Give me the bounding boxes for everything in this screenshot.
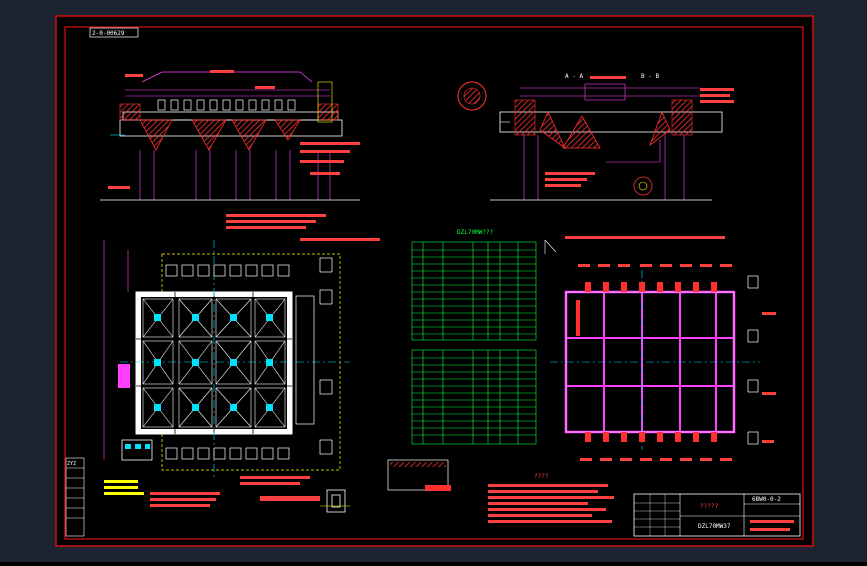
material-table: DZL70MW??? xyxy=(411,229,537,445)
section-a-label: A - A xyxy=(565,73,583,80)
sheet-tag: 2-0-00629 xyxy=(92,30,125,37)
title-block: ????? 6BW0-0-2 DZL70MW37 xyxy=(633,493,801,537)
title-block-code: 6BW0-0-2 xyxy=(752,496,781,503)
revision-table xyxy=(65,457,85,537)
front-elevation-view xyxy=(100,70,360,201)
technical-notes: ???? xyxy=(488,473,614,523)
section-view: A - A B - B xyxy=(457,73,734,201)
plan-view xyxy=(103,214,380,507)
section-b-label: B - B xyxy=(641,73,659,80)
table-title: DZL70MW??? xyxy=(457,229,494,236)
sheet-inner-border xyxy=(64,26,804,540)
sheet-tag-box xyxy=(89,27,139,38)
sheet-outer-border xyxy=(55,15,814,547)
title-block-mark: ????? xyxy=(700,503,718,510)
left-table-label: ZYZ xyxy=(67,461,76,467)
title-block-name: DZL70MW37 xyxy=(698,523,731,530)
steel-frame-plan xyxy=(544,236,776,461)
notes-title: ???? xyxy=(534,473,549,480)
anchor-detail xyxy=(320,459,451,513)
